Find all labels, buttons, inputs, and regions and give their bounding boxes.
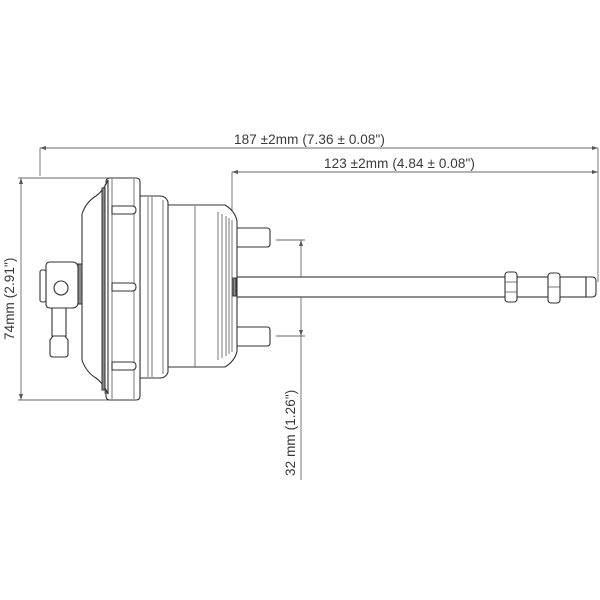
arrowhead-icon (592, 170, 598, 174)
dimension-rod-length (231, 170, 598, 228)
dimension-can-diameter (18, 177, 115, 401)
flange-slot (111, 205, 137, 215)
rod-length-label: 123 ±2mm (4.84 ± 0.08") (324, 156, 475, 171)
arrowhead-icon (40, 146, 46, 150)
arrowhead-icon (19, 394, 23, 400)
vacuum-port-fitting (39, 261, 83, 358)
overall-length-label: 187 ±2mm (7.36 ± 0.08") (234, 132, 385, 147)
arrowhead-icon (19, 178, 23, 184)
arrowhead-icon (232, 170, 238, 174)
can-diameter-label: 74mm (2.91") (2, 257, 17, 340)
arrowhead-icon (592, 146, 598, 150)
mounting-stud-upper (235, 227, 271, 248)
arrowhead-icon (299, 330, 303, 336)
hex-nut-2 (547, 272, 561, 304)
actuator-canister (81, 177, 238, 401)
hex-nut-1 (504, 271, 518, 303)
flange-slot (111, 282, 137, 292)
stud-spacing-label: 32 mm (1.26") (283, 389, 298, 476)
arrowhead-icon (299, 240, 303, 246)
mounting-stud-lower (235, 326, 271, 347)
actuator-rod (235, 276, 597, 298)
dimension-overall-length (39, 146, 599, 282)
flange-slot (111, 361, 137, 371)
